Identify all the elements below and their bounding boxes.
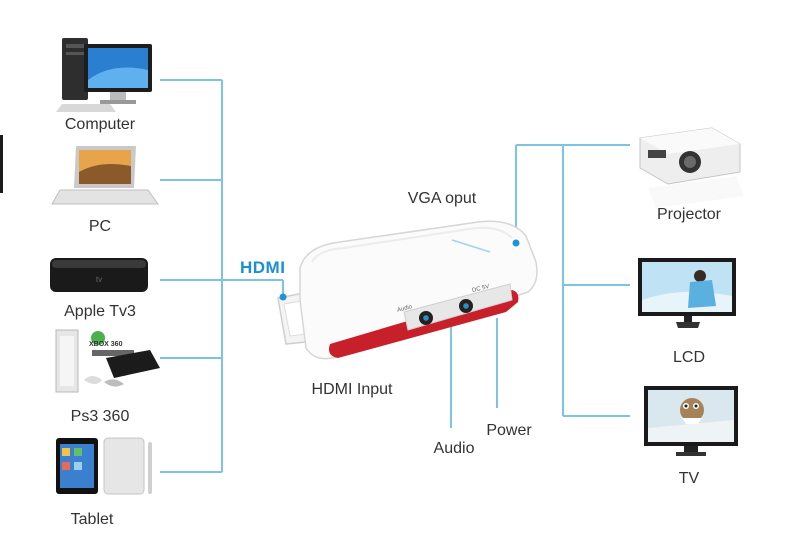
tablet-icon — [56, 437, 152, 495]
left-edge-mark — [0, 135, 3, 193]
source-label-tablet: Tablet — [70, 511, 114, 528]
hdmi-input-dot — [279, 293, 287, 301]
source-label-computer: Computer — [64, 116, 136, 133]
power-label: Power — [486, 422, 532, 439]
output-label-tv: TV — [678, 470, 700, 487]
audio-label: Audio — [433, 440, 475, 457]
desktop-computer-icon — [56, 38, 152, 112]
apple-tv-icon: tv — [50, 258, 148, 292]
svg-text:tv: tv — [96, 275, 102, 284]
television-icon — [644, 386, 738, 456]
game-console-icon — [55, 329, 160, 393]
vga-output-dot — [512, 239, 520, 247]
console-logo-text: XBOX 360 — [89, 341, 123, 348]
projector-icon — [639, 127, 744, 208]
laptop-icon — [51, 146, 159, 205]
adapter-body — [299, 220, 538, 360]
source-label-apple-tv: Apple Tv3 — [64, 303, 136, 320]
source-label-pc: PC — [88, 218, 112, 235]
output-label-lcd: LCD — [672, 349, 706, 366]
hdmi-vga-adapter — [277, 220, 538, 360]
vga-output-label: VGA oput — [407, 190, 477, 207]
hdmi-input-title: HDMI — [240, 258, 286, 277]
audio-dot — [423, 315, 429, 321]
port-leads — [450, 318, 498, 428]
output-label-projector: Projector — [656, 206, 722, 223]
power-dot — [463, 303, 469, 309]
source-connector-lines — [160, 79, 284, 473]
output-connector-lines — [515, 144, 630, 417]
source-label-game-console: Ps3 360 — [70, 408, 130, 425]
hdmi-input-label: HDMI Input — [311, 381, 393, 398]
lcd-monitor-icon — [638, 258, 736, 328]
